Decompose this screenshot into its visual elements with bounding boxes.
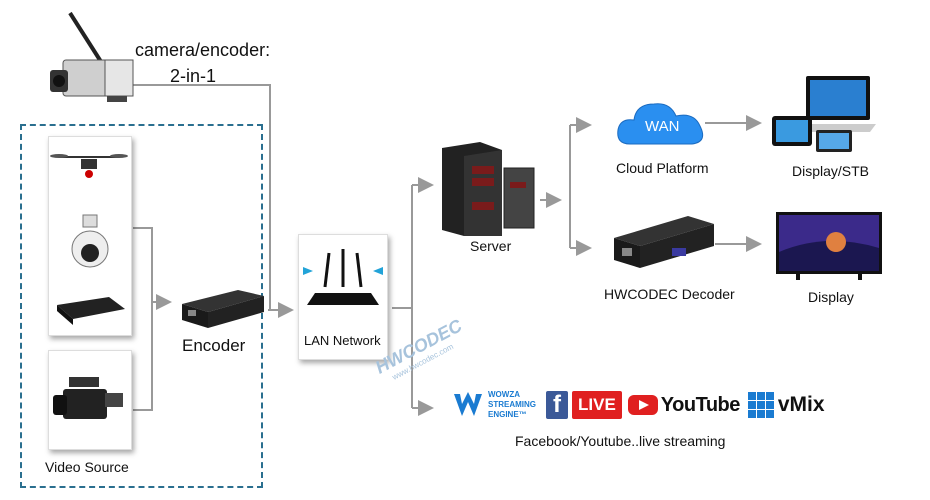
camera-label-line2: 2-in-1 <box>170 66 217 86</box>
display-label: Display <box>808 289 854 305</box>
decoder-device-icon <box>608 210 718 275</box>
ip-camera-icon <box>45 8 140 113</box>
lan-network-card <box>298 234 388 360</box>
server-icon <box>440 138 540 243</box>
display-stb-label: Display/STB <box>792 163 870 179</box>
camera-label-line1: camera/encoder: <box>135 40 271 60</box>
decoder-label: HWCODEC Decoder <box>604 286 735 302</box>
youtube-logo: YouTube <box>660 393 741 416</box>
drone-ptz-box-icons <box>50 154 128 325</box>
streaming-label: Facebook/Youtube..live streaming <box>515 433 726 449</box>
server-label: Server <box>470 238 512 254</box>
camcorder-icon <box>53 377 123 419</box>
source-card-camcorder <box>48 350 132 450</box>
laptop-tablet-icon <box>768 72 878 157</box>
lan-network-label: LAN Network <box>304 333 381 348</box>
wowza-icon <box>454 392 482 416</box>
vmix-logo: vMix <box>777 393 825 416</box>
tv-display-icon <box>776 212 882 285</box>
video-source-label: Video Source <box>45 459 129 475</box>
router-icon <box>303 249 383 305</box>
wan-label: WAN <box>645 118 680 135</box>
youtube-play-icon <box>627 395 658 415</box>
cloud-platform-label: Cloud Platform <box>616 160 709 176</box>
cloud-icon <box>614 96 708 153</box>
source-card-upper <box>48 136 132 336</box>
streaming-logos: WOWZA STREAMING ENGINE™ f LIVE YouTube v… <box>452 385 825 425</box>
facebook-icon: f <box>546 391 568 419</box>
encoder-label: Encoder <box>182 336 246 355</box>
encoder-device-icon <box>178 282 268 337</box>
live-badge: LIVE <box>572 391 622 419</box>
wowza-logo: WOWZA STREAMING ENGINE™ <box>488 390 536 419</box>
vmix-icon <box>747 392 774 418</box>
